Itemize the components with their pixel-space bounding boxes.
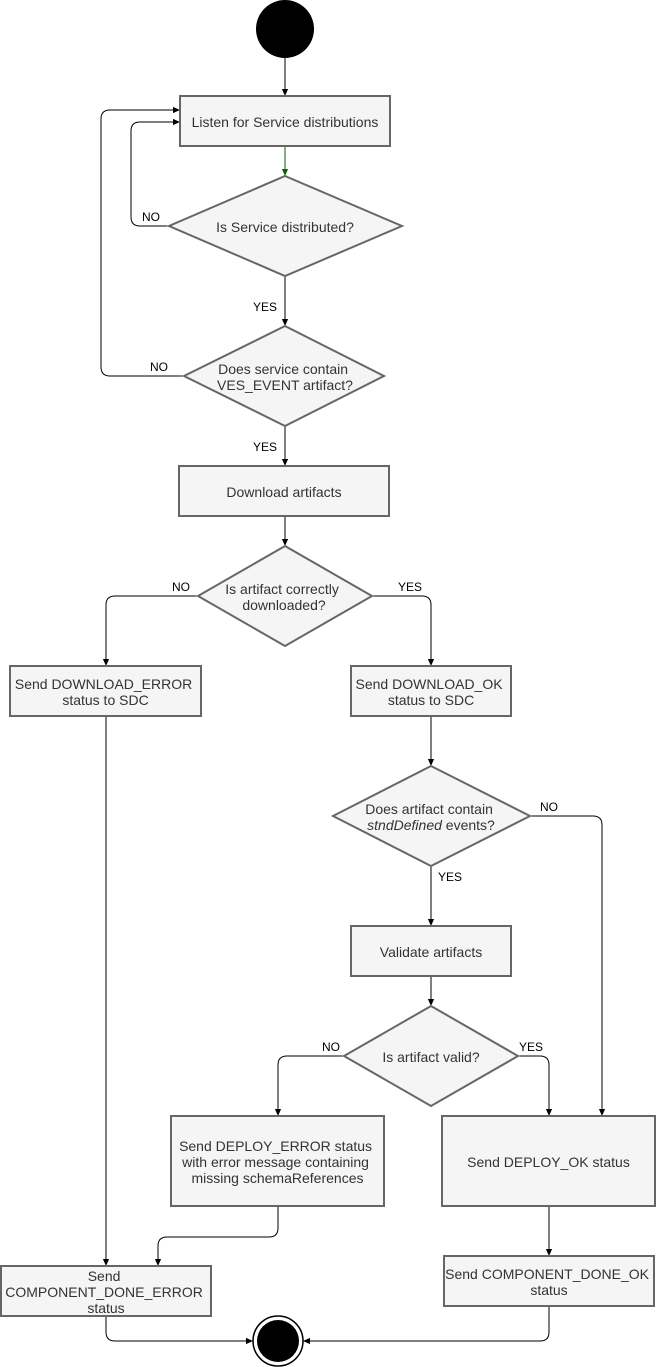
edges: [100, 58, 606, 1345]
label-distributed-yes: YES: [253, 300, 277, 314]
label-distributed-no: NO: [142, 210, 160, 224]
label-valid-yes: YES: [519, 1040, 543, 1054]
node-validate-label: Validate artifacts: [380, 944, 482, 960]
node-component-done-ok-label: Send COMPONENT_DONE_OK status: [445, 1266, 653, 1298]
decision-contains-ves-event: Does service contain VES_EVENT artifact?: [181, 324, 387, 428]
label-download-no: NO: [172, 580, 190, 594]
node-component-done-error-shape: [0, 1265, 212, 1317]
node-validate-shape: [350, 925, 512, 977]
edge-ves-no-loop: [100, 106, 184, 377]
node-listen-label: Listen for Service distributions: [192, 114, 379, 130]
node-component-done-error: Send COMPONENT_DONE_ERROR status: [0, 1265, 212, 1317]
node-listen-shape: [179, 95, 391, 147]
edge-labels: NO YES NO YES NO YES NO YES NO YES: [142, 210, 558, 1054]
label-ves-yes: YES: [253, 440, 277, 454]
node-send-download-error-shape: [9, 665, 202, 717]
node-deploy-error-label: Send DEPLOY_ERROR status with error mess…: [179, 1138, 376, 1186]
node-download: Download artifacts: [178, 465, 390, 517]
label-ves-no: NO: [150, 360, 168, 374]
decision-download-correct-shape: [195, 544, 375, 648]
edge-done-error-to-end: [105, 1316, 253, 1345]
edge-valid-no: [274, 1055, 344, 1116]
node-deploy-ok-shape: [441, 1115, 656, 1207]
decision-stnd-defined-shape: [330, 764, 533, 868]
edge-valid-yes: [518, 1055, 553, 1116]
node-send-download-ok: Send DOWNLOAD_OK status to SDC: [350, 665, 512, 717]
decision-download-correct-label: Is artifact correctly downloaded?: [225, 581, 342, 613]
decision-artifact-valid-label: Is artifact valid?: [382, 1049, 479, 1065]
node-component-done-error-label: Send COMPONENT_DONE_ERROR status: [5, 1268, 206, 1316]
label-stnd-no: NO: [540, 800, 558, 814]
label-download-yes: YES: [398, 580, 422, 594]
node-send-download-error-label: Send DOWNLOAD_ERROR status to SDC: [15, 676, 196, 708]
decision-service-distributed: Is Service distributed?: [166, 174, 405, 278]
decision-stnd-defined: Does artifact contain stndDefined events…: [330, 764, 533, 868]
node-component-done-ok: Send COMPONENT_DONE_OK status: [443, 1255, 655, 1307]
node-component-done-ok-shape: [443, 1255, 655, 1307]
edge-distributed-no-loop: [130, 118, 180, 227]
decision-service-distributed-label: Is Service distributed?: [216, 219, 354, 235]
node-deploy-error: Send DEPLOY_ERROR status with error mess…: [170, 1115, 385, 1207]
node-send-download-ok-shape: [350, 665, 512, 717]
node-download-shape: [178, 465, 390, 517]
edge-done-ok-to-end: [303, 1306, 550, 1345]
decision-download-correct: Is artifact correctly downloaded?: [195, 544, 375, 648]
node-send-download-error: Send DOWNLOAD_ERROR status to SDC: [9, 665, 202, 717]
decision-contains-ves-event-label: Does service contain VES_EVENT artifact?: [217, 361, 353, 393]
node-deploy-ok-label: Send DEPLOY_OK status: [467, 1154, 630, 1170]
edge-download-no: [102, 595, 198, 666]
node-listen: Listen for Service distributions: [179, 95, 391, 147]
node-deploy-error-shape: [170, 1115, 385, 1207]
edge-stnd-no: [530, 815, 606, 1116]
label-stnd-yes: YES: [438, 870, 462, 884]
decision-artifact-valid: Is artifact valid?: [341, 1004, 521, 1108]
decision-stnd-defined-label: Does artifact contain stndDefined events…: [365, 801, 497, 833]
decision-service-distributed-shape: [166, 174, 405, 278]
edge-deploy-error-to-done-error: [154, 1206, 279, 1266]
start-node: [256, 0, 314, 58]
end-node-core: [257, 1320, 299, 1362]
node-validate: Validate artifacts: [350, 925, 512, 977]
node-send-download-ok-label: Send DOWNLOAD_OK status to SDC: [356, 676, 507, 708]
node-deploy-ok: Send DEPLOY_OK status: [441, 1115, 656, 1207]
decision-contains-ves-event-shape: [181, 324, 387, 428]
label-valid-no: NO: [322, 1040, 340, 1054]
edge-download-yes: [372, 595, 435, 666]
decision-artifact-valid-shape: [341, 1004, 521, 1108]
node-download-label: Download artifacts: [226, 484, 341, 500]
end-node: [252, 1315, 304, 1367]
